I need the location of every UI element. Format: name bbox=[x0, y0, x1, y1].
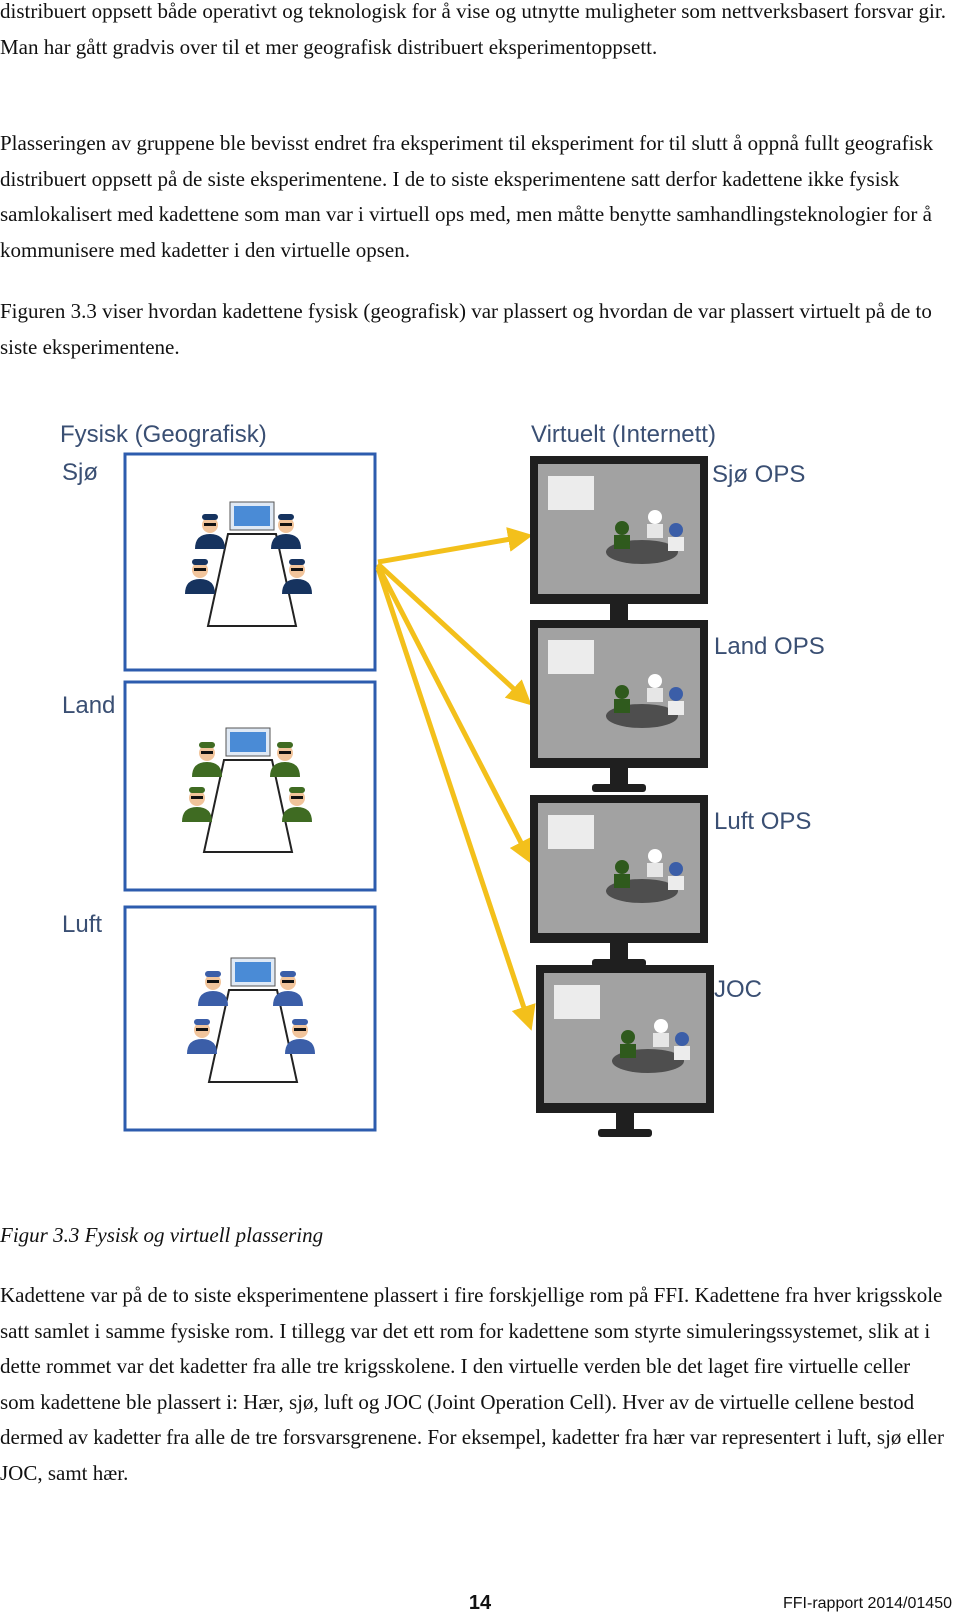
figure-caption: Figur 3.3 Fysisk og virtuell plassering bbox=[0, 1223, 324, 1247]
screen-land-ops: Land OPS bbox=[530, 620, 825, 792]
connection-arrows bbox=[375, 527, 536, 1031]
physical-heading: Fysisk (Geografisk) bbox=[60, 421, 267, 448]
screen-joc: JOC bbox=[536, 965, 762, 1137]
screen-label-joc: JOC bbox=[714, 976, 762, 1003]
room-luft: Luft bbox=[62, 905, 377, 1132]
room-sjo: Sjø bbox=[62, 452, 377, 672]
room-land: Land bbox=[62, 680, 377, 892]
report-id: FFI-rapport 2014/01450 bbox=[783, 1595, 952, 1612]
paragraph-figure-reference: Figuren 3.3 viser hvordan kadettene fysi… bbox=[0, 299, 932, 359]
virtual-heading: Virtuelt (Internett) bbox=[531, 421, 716, 448]
screen-sjo-ops: Sjø OPS bbox=[530, 456, 805, 628]
screen-label-luft-ops: Luft OPS bbox=[714, 808, 811, 835]
room-label-sjo: Sjø bbox=[62, 459, 98, 486]
room-label-land: Land bbox=[62, 692, 115, 719]
paragraph-rooms-description: Kadettene var på de to siste eksperiment… bbox=[0, 1283, 944, 1485]
screen-label-sjo-ops: Sjø OPS bbox=[712, 461, 805, 488]
paragraph-intro: distribuert oppsett både operativt og te… bbox=[0, 0, 946, 59]
figure-physical-virtual-placement: Fysisk (Geografisk) Virtuelt (Internett)… bbox=[60, 421, 825, 1137]
room-label-luft: Luft bbox=[62, 911, 102, 938]
screen-luft-ops: Luft OPS bbox=[530, 795, 811, 967]
screen-label-land-ops: Land OPS bbox=[714, 633, 825, 660]
paragraph-placement: Plasseringen av gruppene ble bevisst end… bbox=[0, 131, 934, 262]
